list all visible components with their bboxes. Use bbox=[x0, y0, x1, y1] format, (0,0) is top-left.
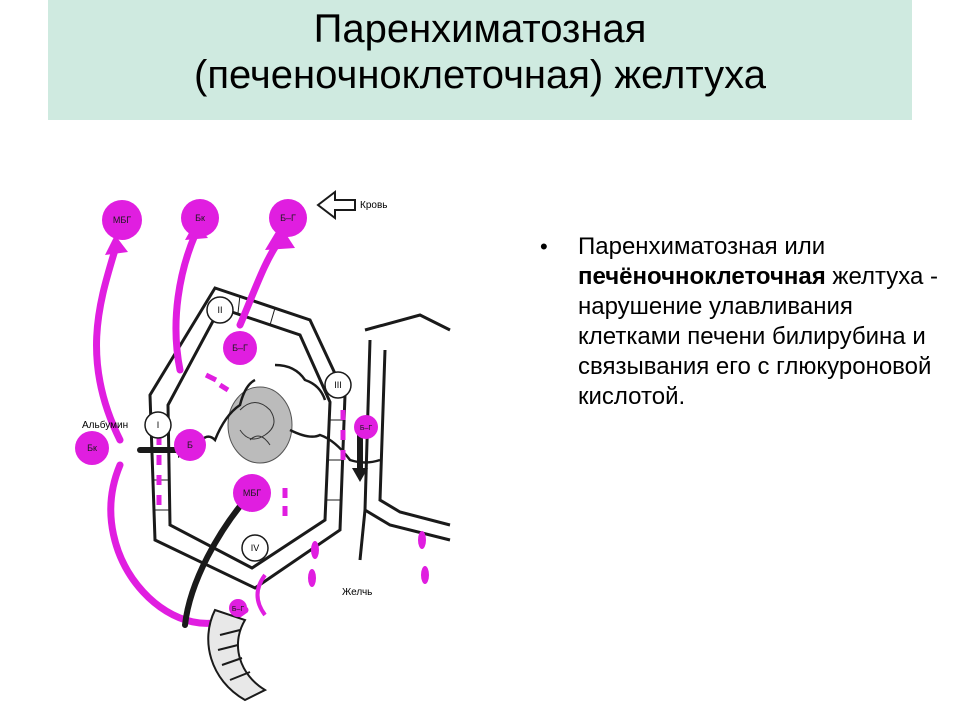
neighbor-cell-walls bbox=[358, 313, 451, 561]
circle-b-g-cell: Б–Г bbox=[232, 343, 248, 353]
bullet-part-1: Паренхиматозная или bbox=[578, 233, 826, 260]
blood-arrow-icon bbox=[316, 189, 356, 221]
circle-b-cell: Б bbox=[187, 440, 193, 450]
bullet-bold: печёночноклеточная bbox=[578, 263, 826, 290]
bile-drops bbox=[255, 531, 429, 617]
cytoplasm-paths bbox=[193, 363, 381, 464]
label-albumin: Альбумин bbox=[82, 419, 128, 431]
title-line-1: Паренхиматозная bbox=[313, 7, 647, 51]
intestine bbox=[207, 608, 268, 702]
roman-3: III bbox=[334, 380, 342, 390]
bullet-part-2: желтуха - нарушение улавливания клетками… bbox=[578, 263, 939, 410]
circle-m-bg-cell: МБГ bbox=[243, 488, 261, 498]
label-bile: Желчь bbox=[342, 587, 372, 598]
black-arrows bbox=[137, 432, 363, 628]
label-blood: Кровь bbox=[360, 200, 387, 211]
circle-m-bg-top: МБГ bbox=[113, 215, 131, 225]
circle-b-g-intestine: Б–Г bbox=[232, 606, 244, 613]
liver-cell-diagram: Кровь Альбумин Желчь I II III IV МБГ Бк … bbox=[75, 189, 451, 702]
roman-2: II bbox=[217, 305, 222, 315]
title-line-2: (печеночноклеточная) желтуха bbox=[194, 53, 766, 97]
circle-b-k-top: Бк bbox=[195, 213, 205, 223]
title-band bbox=[48, 0, 912, 120]
bullet-icon: • bbox=[540, 234, 548, 259]
magenta-circles bbox=[75, 199, 378, 617]
nucleus bbox=[227, 386, 293, 464]
roman-circles bbox=[144, 296, 352, 562]
circle-b-k-albumin: Бк bbox=[87, 443, 97, 453]
circle-b-g-top: Б–Г bbox=[280, 213, 296, 223]
roman-4: IV bbox=[251, 543, 260, 553]
bullet-text: Паренхиматозная или печёночноклеточная ж… bbox=[578, 232, 938, 412]
roman-1: I bbox=[157, 420, 160, 430]
page-title: Паренхиматозная (печеночноклеточная) жел… bbox=[48, 6, 912, 98]
circle-b-g-bile: Б–Г bbox=[360, 425, 372, 432]
